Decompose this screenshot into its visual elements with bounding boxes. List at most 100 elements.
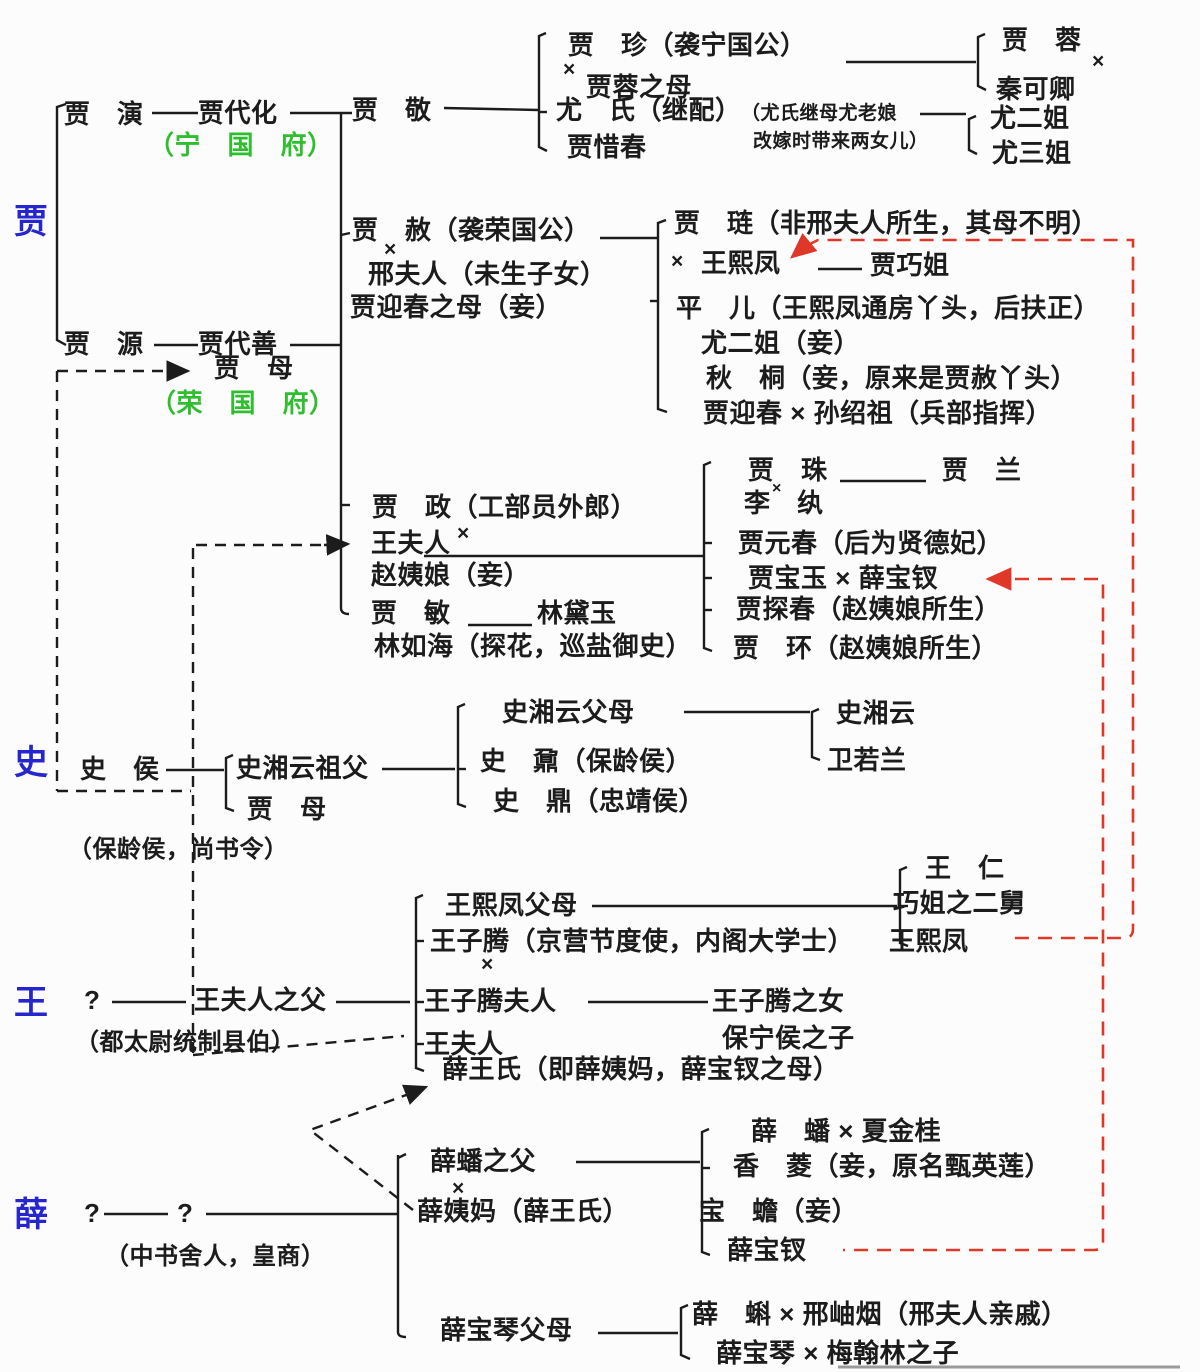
node-shi-ding: 史 鼎（忠靖侯） [493,786,706,816]
node-jia-xichun: 贾惜春 [567,132,647,162]
marriage-x-xuepanfu-icon: × [452,1177,465,1200]
node-jia-zhen: 贾 珍（袭宁国公） [568,30,807,60]
solid-connectors [55,31,987,1361]
node-wang-ziteng-furen: 王子腾夫人 [424,986,557,1016]
node-wang-xifeng-jia: 王熙凤 [701,248,781,278]
node-jia-yingchun-zhi-mu: 贾迎春之母（妾） [350,292,563,322]
node-jia-rong: 贾 蓉 [1002,25,1082,55]
node-shi-xiangyun-fumu: 史湘云父母 [502,697,635,727]
node-xue-pan-zhi-fu: 薛蟠之父 [430,1146,537,1176]
node-jia-mu-shi: 贾 母 [247,794,327,824]
red-identity-links [805,238,1135,1252]
marriage-x-jiarong-icon: × [1092,50,1105,73]
node-shi-xiangyun-zufu: 史湘云祖父 [236,753,369,783]
node-wang-unknown: ? [84,985,101,1015]
node-you-erjie: 尤二姐 [990,103,1070,133]
node-jia-tanchun: 贾探春（赵姨娘所生） [736,594,1002,624]
note-youshi-line1: （尤氏继母尤老娘 [741,103,898,124]
node-shi-nai: 史 鼐（保龄侯） [480,746,693,776]
node-qiaojie-zhi-er-jiu: 巧姐之二舅 [893,888,1026,918]
node-qin-keqing: 秦可卿 [996,74,1076,104]
node-xue-unknown2: ? [177,1198,194,1228]
dashed-link-wangfuren-down [191,548,405,1057]
marriage-x-wangfuren-icon: × [457,522,470,545]
node-xue-yima: 薛姨妈（薛王氏） [417,1196,630,1226]
node-you-sanjie: 尤三姐 [992,138,1072,168]
node-jia-yan: 贾 演 [64,99,144,129]
note-youshi-line2: 改嫁时带来两女儿） [753,131,929,152]
node-you-erjie-qie: 尤二姐（妾） [701,328,861,358]
node-jia-jing: 贾 敬 [352,95,432,125]
arrow-to-wangfuren-icon [323,534,351,556]
node-jia-zheng: 贾 政（工部员外郎） [372,492,638,522]
node-xiang-ling: 香 菱（妾，原名甄英莲） [733,1151,1052,1181]
marriage-x-liwan-icon: × [772,480,782,497]
node-shi-hou: 史 侯 [80,754,160,784]
node-qiu-tong: 秋 桐（妾，原来是贾赦丫头） [706,363,1078,393]
estate-ningguofu: （宁 国 府） [148,130,334,160]
node-jia-yuan: 贾 源 [64,329,144,359]
node-jia-lan: 贾 兰 [942,455,1022,485]
node-jia-daishan: 贾代善 [198,329,278,359]
node-xue-baoqin-fumu: 薛宝琴父母 [440,1315,573,1345]
family-label-wang: 王 [14,984,49,1022]
node-jia-qiaojie: 贾巧姐 [870,250,950,280]
marriage-x-jialian-icon: × [671,250,684,273]
node-wang-ziteng-zhi-nv: 王子腾之女 [712,986,845,1016]
dashed-link-xueyima [307,1088,421,1211]
node-wang-ren: 王 仁 [925,853,1005,883]
node-lin-daiyu: 林黛玉 [537,598,617,628]
node-wang-furen-zhi-fu: 王夫人之父 [194,985,327,1015]
family-label-shi: 史 [14,744,49,782]
node-jia-zhu: 贾 珠 [748,455,828,485]
node-xue-ke-row: 薛 蝌 × 邢岫烟（邢夫人亲戚） [692,1299,1068,1329]
arrow-to-wangxifeng-icon [790,233,818,259]
node-xue-baochai: 薛宝钗 [727,1235,807,1265]
node-wang-furen-wang: 王夫人 [424,1029,504,1059]
node-zhao-yiniang: 赵姨娘（妾） [371,560,531,590]
node-wang-xifeng-fumu: 王熙凤父母 [445,890,578,920]
marriage-x-wangziteng-icon: × [481,953,494,976]
node-jia-lian: 贾 琏（非邢夫人所生，其母不明） [674,208,1099,238]
node-ping-er: 平 儿（王熙凤通房丫头，后扶正） [676,293,1101,323]
node-baoning-hou-zhi-zi: 保宁侯之子 [722,1023,855,1053]
note-xue-family: （中书舍人，皇商） [105,1243,326,1270]
node-jia-baoyu-row: 贾宝玉 × 薛宝钗 [748,563,939,593]
node-li-wan: 李 纨 [744,488,824,518]
node-jia-mu: 贾 母 [214,353,294,383]
node-wei-ruolan: 卫若兰 [827,745,907,775]
node-jia-huan: 贾 环（赵姨娘所生） [733,633,999,663]
node-wang-xifeng-wang: 王熙凤 [889,926,969,956]
black-arrowheads [166,360,429,1105]
dashed-link-shihou [55,371,191,793]
node-xue-baoqin-row: 薛宝琴 × 梅翰林之子 [716,1338,960,1368]
red-arrowheads [790,233,1012,591]
red-link-xuebaochai [843,577,1105,1252]
node-wang-furen-jia: 王夫人 [371,528,451,558]
node-jia-she: 贾 赦（袭荣国公） [352,215,591,245]
node-you-shi: 尤 氏（继配） [556,95,742,125]
node-wang-ziteng: 王子腾（京营节度使，内阁大学士） [430,926,855,956]
family-label-xue: 薛 [14,1196,49,1234]
node-xue-wang-shi: 薛王氏（即薛姨妈，薛宝钗之母） [442,1054,840,1084]
node-xue-unknown1: ? [84,1198,101,1228]
node-xing-furen: 邢夫人（未生子女） [368,259,607,289]
marriage-x-jiazhen-icon: × [563,58,576,81]
note-wang-family: （都太尉统制县伯） [75,1029,296,1056]
note-shi-family: （保龄侯，尚书令） [68,836,289,863]
node-shi-xiangyun: 史湘云 [836,698,916,728]
estate-rongguofu: （荣 国 府） [150,388,336,418]
node-jia-rong-zhi-mu: 贾蓉之母 [586,72,693,102]
node-jia-daihua: 贾代化 [198,98,278,128]
node-xue-pan-row: 薛 蟠 × 夏金桂 [751,1116,942,1146]
node-lin-ruhai: 林如海（探花，巡盐御史） [374,631,693,661]
arrow-to-xuewangshi-icon [401,1084,429,1105]
marriage-x-jiashe-icon: × [384,238,397,261]
red-link-wangxifeng [805,238,1135,940]
node-jia-min: 贾 敏 [371,598,451,628]
node-bao-chan: 宝 蟾（妾） [699,1196,859,1226]
family-label-jia: 贾 [14,203,49,241]
dashed-identity-links [55,369,421,1211]
